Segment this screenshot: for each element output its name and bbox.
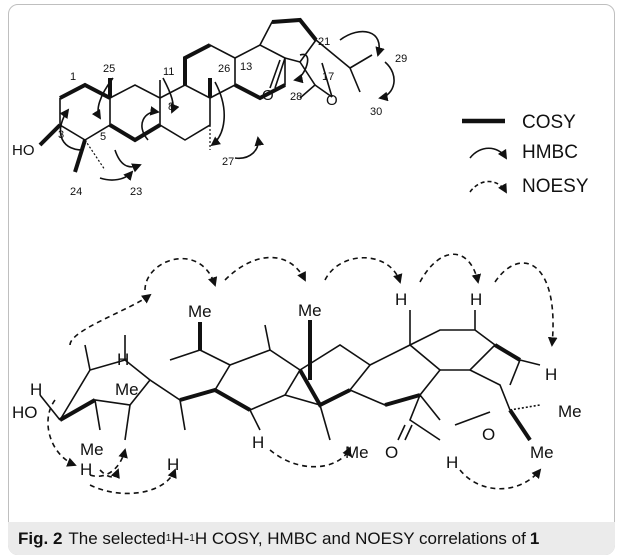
bottom-ether-o-label: O [482,425,495,444]
caption-h1: H- [171,528,190,548]
bottom-me-c30: Me [530,443,554,462]
bottom-me-c8: Me [298,301,322,320]
bottom-me-c14: Me [345,443,369,462]
top-ether-o-label: O [326,92,338,109]
atom-label-1: 1 [70,71,76,83]
bottom-structure [39,253,558,495]
legend-cosy-label: COSY [522,112,576,133]
caption-rest: H COSY, HMBC and NOESY correlations of [194,528,526,548]
bottom-carbonyl-o-label: O [385,443,398,462]
bottom-h-c3: H [80,460,92,479]
bottom-h-c13: H [395,290,407,309]
legend-noesy-label: NOESY [522,176,589,197]
atom-label-17: 17 [322,71,334,83]
atom-label-28: 28 [290,91,302,103]
atom-label-30: 30 [370,106,382,118]
atom-label-21: 21 [318,36,330,48]
bottom-h-c18: H [470,290,482,309]
atom-label-13: 13 [240,61,252,73]
atom-label-25: 25 [103,63,115,75]
atom-label-26: 26 [218,63,230,75]
caption-prefix: The selected [68,528,166,548]
caption-figure-label: Fig. 2 [18,528,63,548]
top-ho-label: HO [12,142,35,159]
atom-label-5: 5 [100,131,106,143]
bottom-me-c4b: Me [80,440,104,459]
bottom-h-c9: H [252,433,264,452]
atom-label-8: 8 [168,101,174,113]
legend: COSY HMBC NOESY [462,112,589,197]
caption-sup-1: 1 [165,533,172,544]
atom-label-3: 3 [58,129,64,141]
top-structure [38,17,395,181]
bottom-me-c4a: Me [115,380,139,399]
atom-label-24: 24 [70,186,82,198]
legend-hmbc-label: HMBC [522,142,578,163]
bottom-ho-label: HO [12,403,38,422]
atom-label-27: 27 [222,156,234,168]
caption-sup-2: 1 [189,533,195,544]
bottom-h-c21: H [545,365,557,384]
bottom-me-c29: Me [558,402,582,421]
legend-noesy-arrow [469,180,507,194]
bottom-h-c5: H [167,455,179,474]
top-carbonyl-o-label: O [262,87,274,104]
bottom-me-c10: Me [188,302,212,321]
atom-label-11: 11 [163,66,174,78]
caption-compound-number: 1 [529,528,540,548]
bottom-h-c2: H [30,380,42,399]
atom-label-23: 23 [130,186,142,198]
bottom-h-c17: H [446,453,458,472]
bottom-h-c1: H [117,350,129,369]
legend-hmbc-arrow [469,147,508,160]
atom-label-29: 29 [395,53,407,65]
